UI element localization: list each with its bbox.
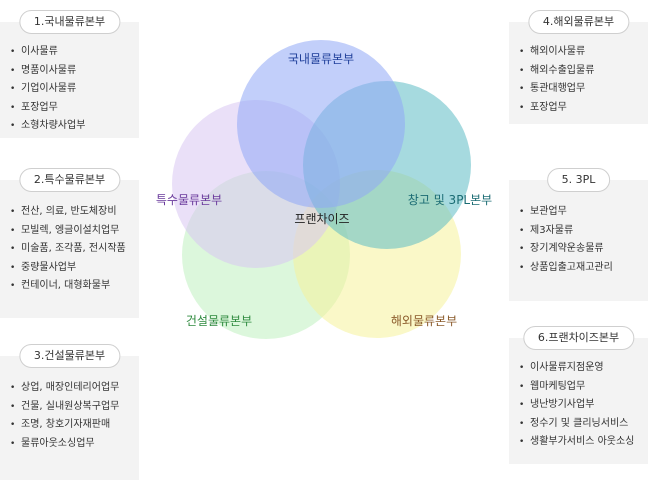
panel-domestic: 1.국내물류본부 이사물류 명품이사물류 기업이사물류 포장업무 소형차량사업부 [0,10,139,138]
list-item: 조명, 창호기자재판매 [10,416,119,435]
panel-3pl: 5. 3PL 보관업무 제3자물류 장기계약운송물류 상품입출고재고관리 [509,168,648,301]
panel-list-overseas: 해외이사물류 해외수출입물류 통관대행업무 포장업무 [519,43,594,117]
panel-special: 2.특수물류본부 전산, 의료, 반도체장비 모빌렉, 엥글이설치업무 미술품,… [0,168,139,318]
list-item: 생활부가서비스 아웃소싱 [519,433,634,452]
list-item: 상품입출고재고관리 [519,259,613,278]
list-item: 해외이사물류 [519,43,594,62]
list-item: 컨테이너, 대형화물부 [10,277,126,296]
list-item: 해외수출입물류 [519,62,594,81]
panel-title-domestic: 1.국내물류본부 [18,10,121,34]
panel-construction: 3.건설물류본부 상업, 매장인테리어업무 건물, 실내원상복구업무 조명, 창… [0,344,139,480]
venn-label-special: 특수물류본부 [155,193,223,207]
list-item: 이사물류지점운영 [519,359,634,378]
panel-list-franchise: 이사물류지점운영 웹마케팅업무 냉난방기사업부 정수기 및 클리닝서비스 생활부… [519,359,634,452]
list-item: 중량물사업부 [10,259,126,278]
venn-center-label: 프랜차이즈 [294,212,350,226]
panel-overseas: 4.해외물류본부 해외이사물류 해외수출입물류 통관대행업무 포장업무 [509,10,648,124]
panel-title-3pl: 5. 3PL [546,168,611,192]
panel-list-3pl: 보관업무 제3자물류 장기계약운송물류 상품입출고재고관리 [519,203,613,277]
panel-list-domestic: 이사물류 명품이사물류 기업이사물류 포장업무 소형차량사업부 [10,43,85,136]
list-item: 모빌렉, 엥글이설치업무 [10,222,126,241]
list-item: 기업이사물류 [10,80,85,99]
venn-circle-domestic [237,40,405,208]
venn-label-construction: 건설물류본부 [185,314,253,328]
list-item: 미술품, 조각품, 전시작품 [10,240,126,259]
venn-label-warehouse-3pl: 창고 및 3PL본부 [407,193,493,207]
list-item: 냉난방기사업부 [519,396,634,415]
panel-franchise: 6.프랜차이즈본부 이사물류지점운영 웹마케팅업무 냉난방기사업부 정수기 및 … [509,326,648,464]
list-item: 정수기 및 클리닝서비스 [519,415,634,434]
list-item: 건물, 실내원상복구업무 [10,398,119,417]
list-item: 명품이사물류 [10,62,85,81]
panel-title-overseas: 4.해외물류본부 [527,10,630,34]
venn-label-domestic: 국내물류본부 [287,52,355,66]
list-item: 장기계약운송물류 [519,240,613,259]
list-item: 보관업무 [519,203,613,222]
panel-list-construction: 상업, 매장인테리어업무 건물, 실내원상복구업무 조명, 창호기자재판매 물류… [10,379,119,453]
venn-label-overseas: 해외물류본부 [390,314,458,328]
panel-title-special: 2.특수물류본부 [18,168,121,192]
list-item: 포장업무 [10,99,85,118]
list-item: 소형차량사업부 [10,117,85,136]
panel-title-construction: 3.건설물류본부 [18,344,121,368]
list-item: 이사물류 [10,43,85,62]
list-item: 물류아웃소싱업무 [10,435,119,454]
panel-title-franchise: 6.프랜차이즈본부 [522,326,635,350]
list-item: 포장업무 [519,99,594,118]
list-item: 제3자물류 [519,222,613,241]
list-item: 통관대행업무 [519,80,594,99]
list-item: 웹마케팅업무 [519,378,634,397]
list-item: 전산, 의료, 반도체장비 [10,203,126,222]
panel-list-special: 전산, 의료, 반도체장비 모빌렉, 엥글이설치업무 미술품, 조각품, 전시작… [10,203,126,296]
list-item: 상업, 매장인테리어업무 [10,379,119,398]
